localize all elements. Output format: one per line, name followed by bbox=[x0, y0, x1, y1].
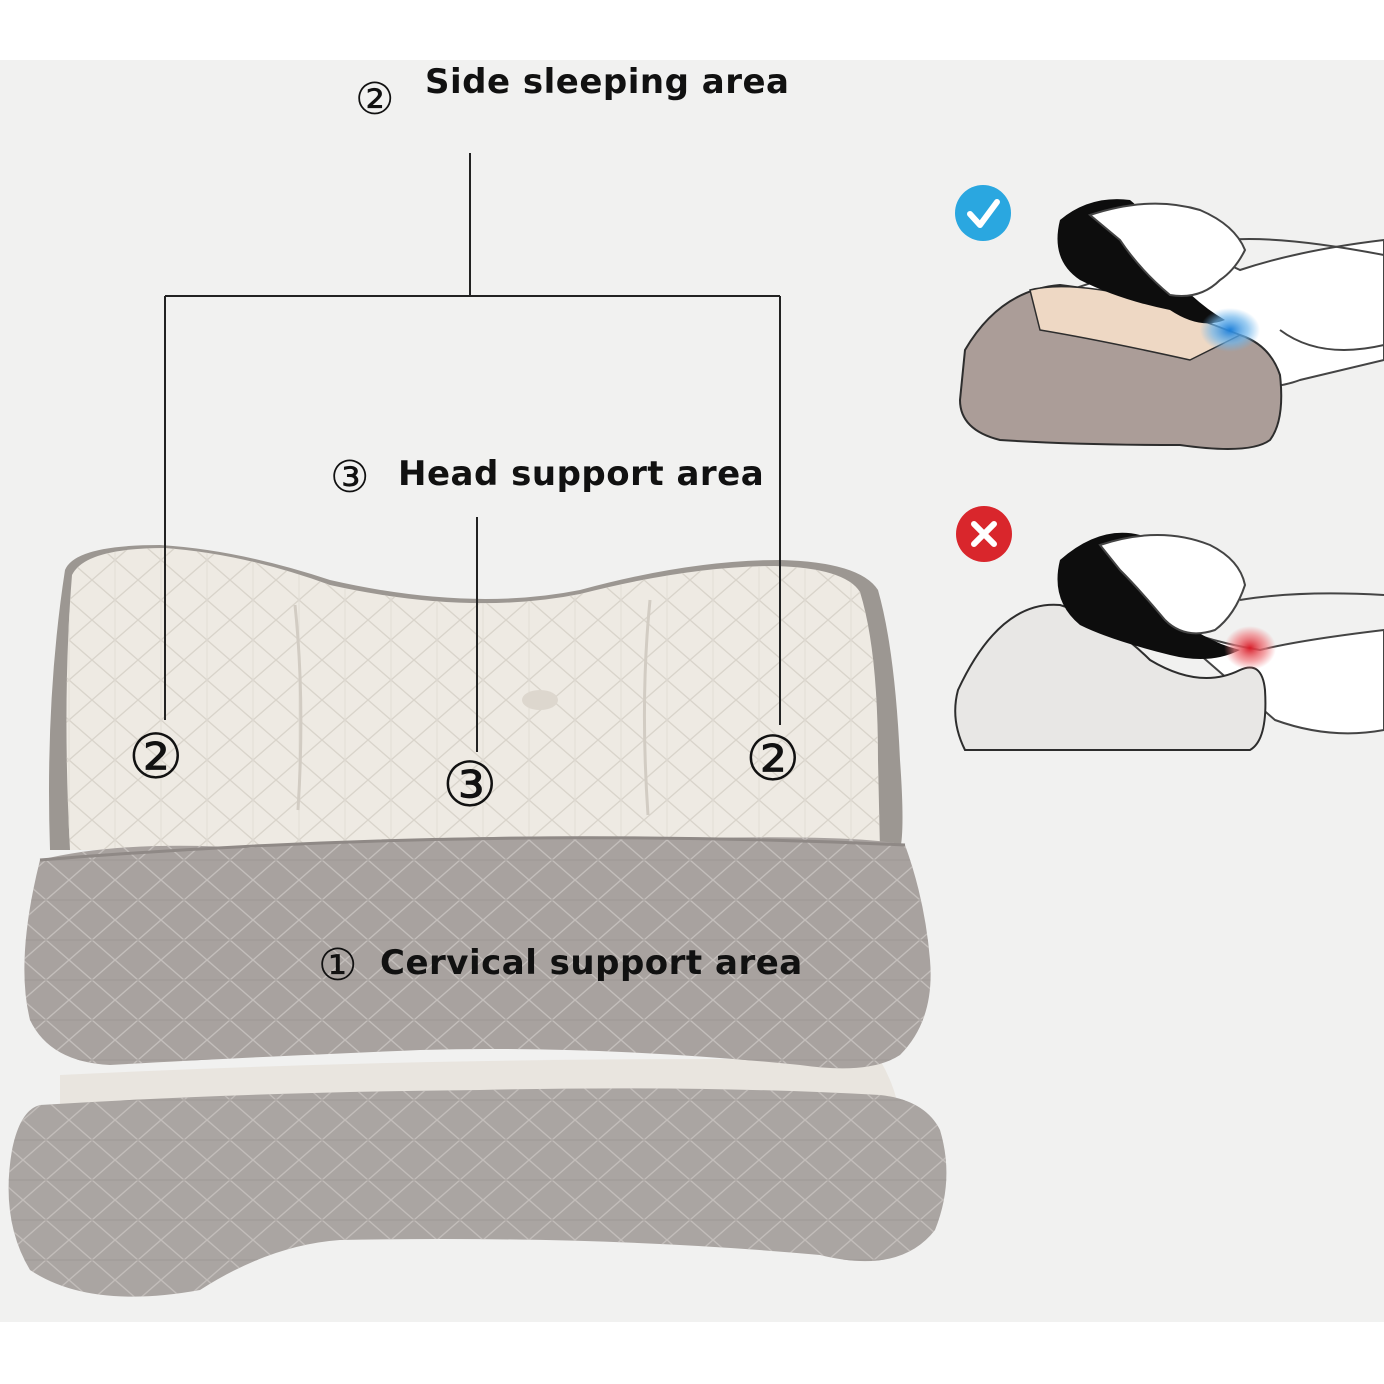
check-icon bbox=[955, 185, 1011, 241]
side-sleeping-right-marker: ② bbox=[745, 722, 801, 795]
head-support-center-marker: ③ bbox=[442, 748, 498, 821]
cervical-support-label: Cervical support area bbox=[380, 943, 803, 983]
back-pillow bbox=[8, 1059, 947, 1297]
check-icon-circle bbox=[955, 185, 1011, 241]
head-support-marker: ③ bbox=[330, 452, 370, 503]
side-sleeping-label: Side sleeping area bbox=[425, 62, 790, 102]
head-support-label: Head support area bbox=[398, 454, 765, 494]
cross-icon bbox=[956, 506, 1012, 562]
side-sleeping-left-marker: ② bbox=[128, 720, 184, 793]
correct-pillow-illustration bbox=[958, 199, 1384, 450]
product-infographic: ② Side sleeping area ③ Head support area… bbox=[0, 60, 1384, 1322]
side-sleeping-marker: ② bbox=[355, 74, 395, 125]
callout-lines bbox=[164, 153, 781, 752]
wrong-pillow-illustration bbox=[954, 532, 1384, 751]
cervical-support-marker: ① bbox=[318, 940, 358, 991]
infographic-drawing bbox=[8, 153, 1384, 1297]
front-pillow bbox=[24, 545, 931, 1069]
